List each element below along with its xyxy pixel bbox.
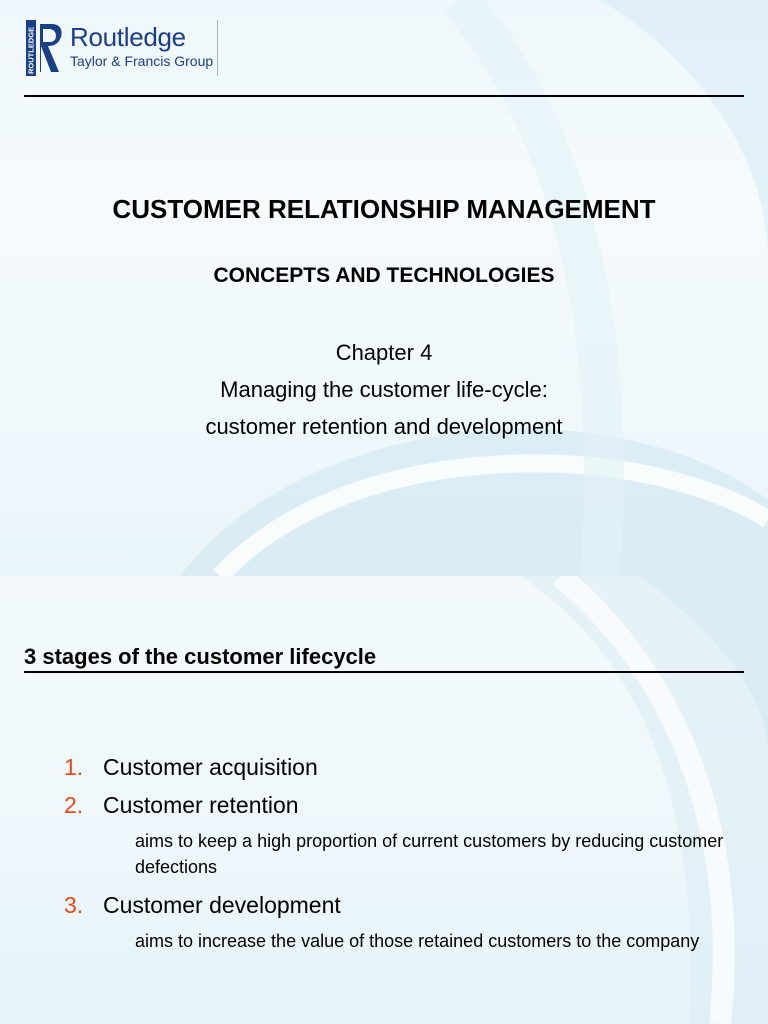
background-swoosh [180, 0, 768, 576]
routledge-logo: ROUTLEDGE Routledge Taylor & Francis Gro… [26, 20, 219, 78]
list-number: 3. [64, 892, 84, 918]
chapter-line: customer retention and development [205, 414, 563, 439]
chapter-line: Managing the customer life-cycle: [220, 377, 548, 402]
routledge-r-icon: ROUTLEDGE [26, 20, 64, 76]
list-detail: aims to keep a high proportion of curren… [135, 831, 724, 877]
list-label: Customer acquisition [103, 754, 318, 780]
slide-title: CUSTOMER RELATIONSHIP MANAGEMENT [112, 194, 656, 224]
slide-subtitle: CONCEPTS AND TECHNOLOGIES [213, 264, 555, 287]
list-item: 1. Customer acquisition [64, 748, 724, 786]
title-slide: ROUTLEDGE Routledge Taylor & Francis Gro… [0, 0, 768, 576]
logo-text: Routledge Taylor & Francis Group [70, 20, 219, 76]
list-item: 2. Customer retention [64, 786, 724, 824]
list-label: Customer development [103, 892, 341, 918]
logo-side-text: ROUTLEDGE [27, 27, 36, 74]
header-divider [24, 95, 744, 97]
chapter-line: Chapter 4 [335, 340, 433, 365]
logo-name: Routledge [70, 22, 186, 52]
logo-subtitle: Taylor & Francis Group [70, 53, 214, 69]
background-swoosh [520, 576, 768, 1024]
list-item: 3. Customer development [64, 886, 724, 924]
list-label: Customer retention [103, 792, 299, 818]
heading-divider [24, 671, 744, 673]
list-number: 1. [64, 754, 84, 780]
chapter-info: Chapter 4 Managing the customer life-cyc… [0, 334, 768, 445]
list-number: 2. [64, 792, 84, 818]
lifecycle-list: 1. Customer acquisition 2. Customer rete… [64, 748, 724, 960]
lifecycle-slide: 3 stages of the customer lifecycle 1. Cu… [0, 576, 768, 1024]
list-detail: aims to increase the value of those reta… [135, 931, 700, 951]
slide-heading: 3 stages of the customer lifecycle [24, 644, 377, 669]
